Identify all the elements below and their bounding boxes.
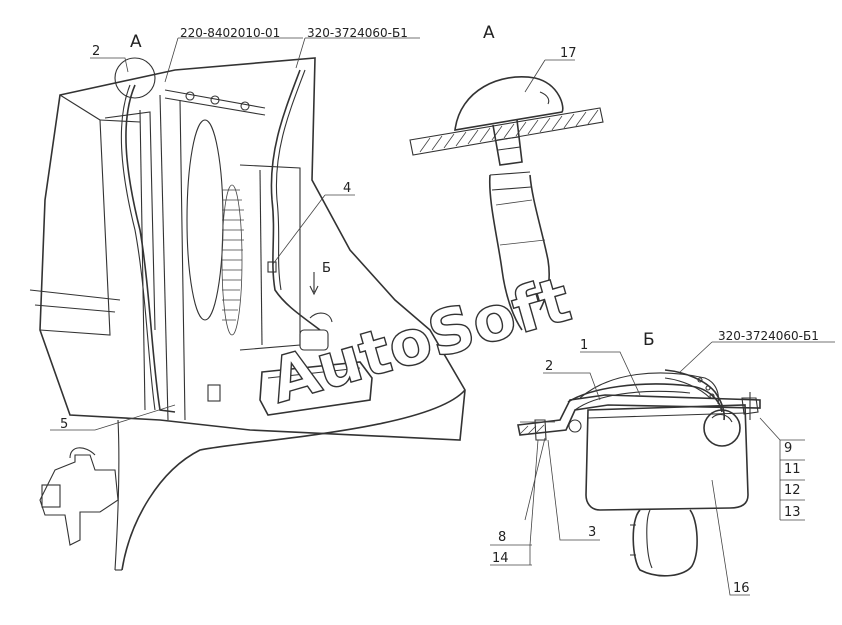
callout-16: 16 (733, 581, 750, 596)
callout-2-main: 2 (92, 44, 100, 59)
hose-320-detail (664, 369, 725, 421)
pump (703, 409, 741, 447)
part-code-cab: 220-8402010-01 (180, 26, 280, 40)
panel-section (409, 107, 604, 156)
callout-13: 13 (784, 505, 801, 520)
filler-cap (632, 509, 698, 577)
callout-8: 8 (498, 530, 506, 545)
radiator-fan (186, 119, 224, 321)
callout-2-detail: 2 (545, 359, 553, 374)
hose-1-detail (579, 372, 719, 405)
callout-14: 14 (492, 551, 509, 566)
part-code-hose-main: 320-3724060-Б1 (307, 26, 408, 40)
watermark: AutoSoft (262, 262, 578, 417)
callout-1: 1 (580, 338, 588, 353)
callout-5: 5 (60, 417, 68, 432)
view-label-b-detail: Б (643, 330, 655, 350)
view-label-b-arrow: Б (322, 261, 331, 276)
view-label-a-detail: А (483, 23, 495, 43)
fender (121, 389, 466, 571)
step-bracket (39, 454, 119, 546)
washer-hose-main (125, 84, 176, 413)
detail-b-reservoir (490, 341, 835, 596)
nozzle-location-a (114, 57, 156, 99)
callout-17: 17 (560, 46, 577, 61)
callout-12: 12 (784, 483, 801, 498)
mounting-bracket (517, 394, 761, 436)
bolt (741, 397, 759, 415)
part-code-hose-detail: 320-3724060-Б1 (718, 329, 819, 343)
callout-4: 4 (343, 181, 351, 196)
detail-a-nozzle (409, 59, 604, 331)
callout-9: 9 (784, 441, 792, 456)
view-label-a-main: А (130, 32, 142, 52)
hose-320-main (270, 69, 321, 331)
hose-2-detail (567, 383, 723, 413)
nozzle-dome (454, 76, 564, 131)
callout-11: 11 (784, 462, 801, 477)
callout-3: 3 (588, 525, 596, 540)
reservoir-main (259, 361, 373, 416)
main-view (29, 37, 466, 571)
reservoir-tank (585, 404, 749, 511)
nozzle-hose (488, 174, 523, 331)
